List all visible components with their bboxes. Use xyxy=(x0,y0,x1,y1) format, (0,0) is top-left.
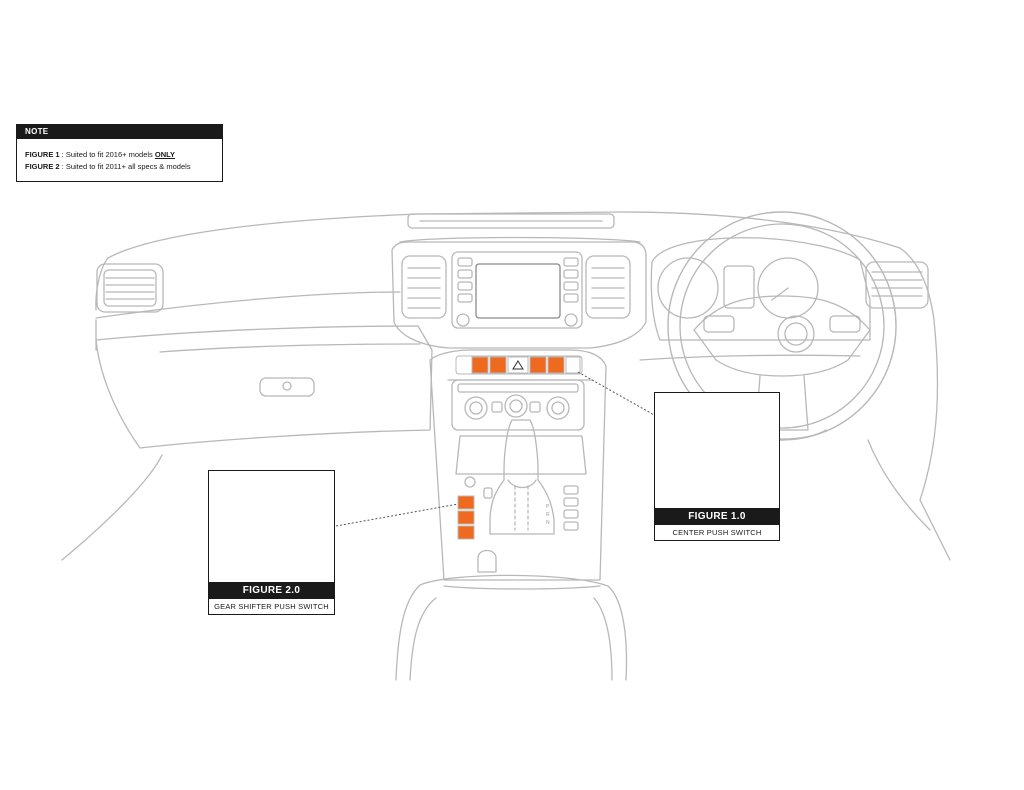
note-box: NOTE FIGURE 1 : Suited to fit 2016+ mode… xyxy=(16,124,223,182)
center-console xyxy=(429,349,607,581)
svg-text:N: N xyxy=(546,520,550,526)
steering-wheel xyxy=(667,211,897,441)
dash-top-outline xyxy=(107,211,901,259)
armrest xyxy=(395,574,628,681)
center-right-vent xyxy=(585,255,631,319)
note-line-text: : Suited to fit 2016+ models xyxy=(59,150,155,159)
note-line-label: FIGURE 1 xyxy=(25,150,60,159)
note-line-figure-2: FIGURE 2 : Suited to fit 2011+ all specs… xyxy=(17,161,222,173)
center-stack xyxy=(391,241,647,349)
infotainment-bezel xyxy=(451,251,583,329)
gear-shifter xyxy=(489,419,555,535)
figure-1-title: FIGURE 1.0 xyxy=(655,508,779,525)
figure-2-title: FIGURE 2.0 xyxy=(209,582,334,599)
right-air-vent xyxy=(865,261,929,309)
climate-panel xyxy=(451,379,585,431)
leader-line-fig2 xyxy=(335,503,459,527)
note-heading: NOTE xyxy=(17,125,222,139)
note-line-label: FIGURE 2 xyxy=(25,162,60,171)
svg-text:P: P xyxy=(546,504,550,510)
defroster-vent xyxy=(407,213,615,229)
infotainment-screen xyxy=(475,263,561,319)
glovebox-handle xyxy=(259,377,315,397)
instrument-hood xyxy=(650,237,871,341)
hazard-icon xyxy=(512,360,524,370)
left-air-vent xyxy=(96,263,164,313)
center-left-vent xyxy=(401,255,447,319)
leader-line-fig1 xyxy=(577,371,657,417)
svg-text:R: R xyxy=(546,512,550,518)
center-switch-row xyxy=(455,355,583,375)
note-line-figure-1: FIGURE 1 : Suited to fit 2016+ models ON… xyxy=(17,149,222,161)
dash-brow xyxy=(95,291,401,319)
shifter-switch-column xyxy=(457,495,475,540)
figure-1-caption: CENTER PUSH SWITCH xyxy=(655,525,779,540)
left-gauge xyxy=(657,257,719,319)
figure-2-caption: GEAR SHIFTER PUSH SWITCH xyxy=(209,599,334,614)
glovebox xyxy=(95,325,433,449)
figure-1-callout: FIGURE 1.0 CENTER PUSH SWITCH xyxy=(654,392,780,541)
note-line-text: : Suited to fit 2011+ all specs & models xyxy=(59,162,191,171)
figure-2-callout: FIGURE 2.0 GEAR SHIFTER PUSH SWITCH xyxy=(208,470,335,615)
note-line-emphasis: ONLY xyxy=(154,150,176,159)
